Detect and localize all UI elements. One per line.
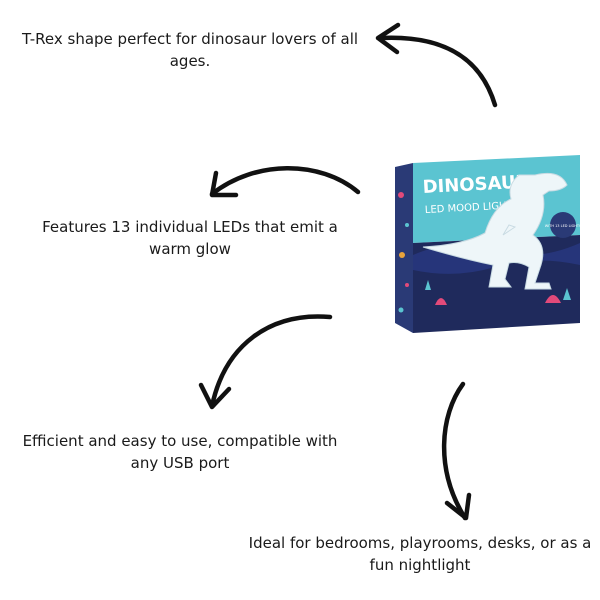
arrow-to-feature-2 bbox=[209, 166, 361, 198]
box-side-panel bbox=[395, 163, 413, 333]
feature-text-leds: Features 13 individual LEDs that emit a … bbox=[42, 218, 338, 258]
box-side-pattern bbox=[398, 192, 409, 313]
arrow-to-feature-3 bbox=[198, 314, 333, 410]
dinosaur-lamp bbox=[422, 172, 568, 290]
feature-text-trex-shape: T-Rex shape perfect for dinosaur lovers … bbox=[21, 30, 359, 70]
feature-text-usage: Ideal for bedrooms, playrooms, desks, or… bbox=[248, 534, 592, 574]
box-badge bbox=[550, 212, 576, 238]
feature-text-usb: Efficient and easy to use, compatible wi… bbox=[22, 432, 338, 472]
box-subtitle: LED MOOD LIGHT bbox=[425, 200, 514, 216]
arrow-to-feature-1 bbox=[375, 22, 498, 108]
product-box-image: DINOSAUR LED MOOD LIGHT WITH 13 LED LIGH… bbox=[395, 155, 595, 335]
box-badge-text: WITH 13 LED LIGHTS bbox=[545, 224, 582, 228]
arrow-to-feature-4 bbox=[441, 381, 472, 521]
